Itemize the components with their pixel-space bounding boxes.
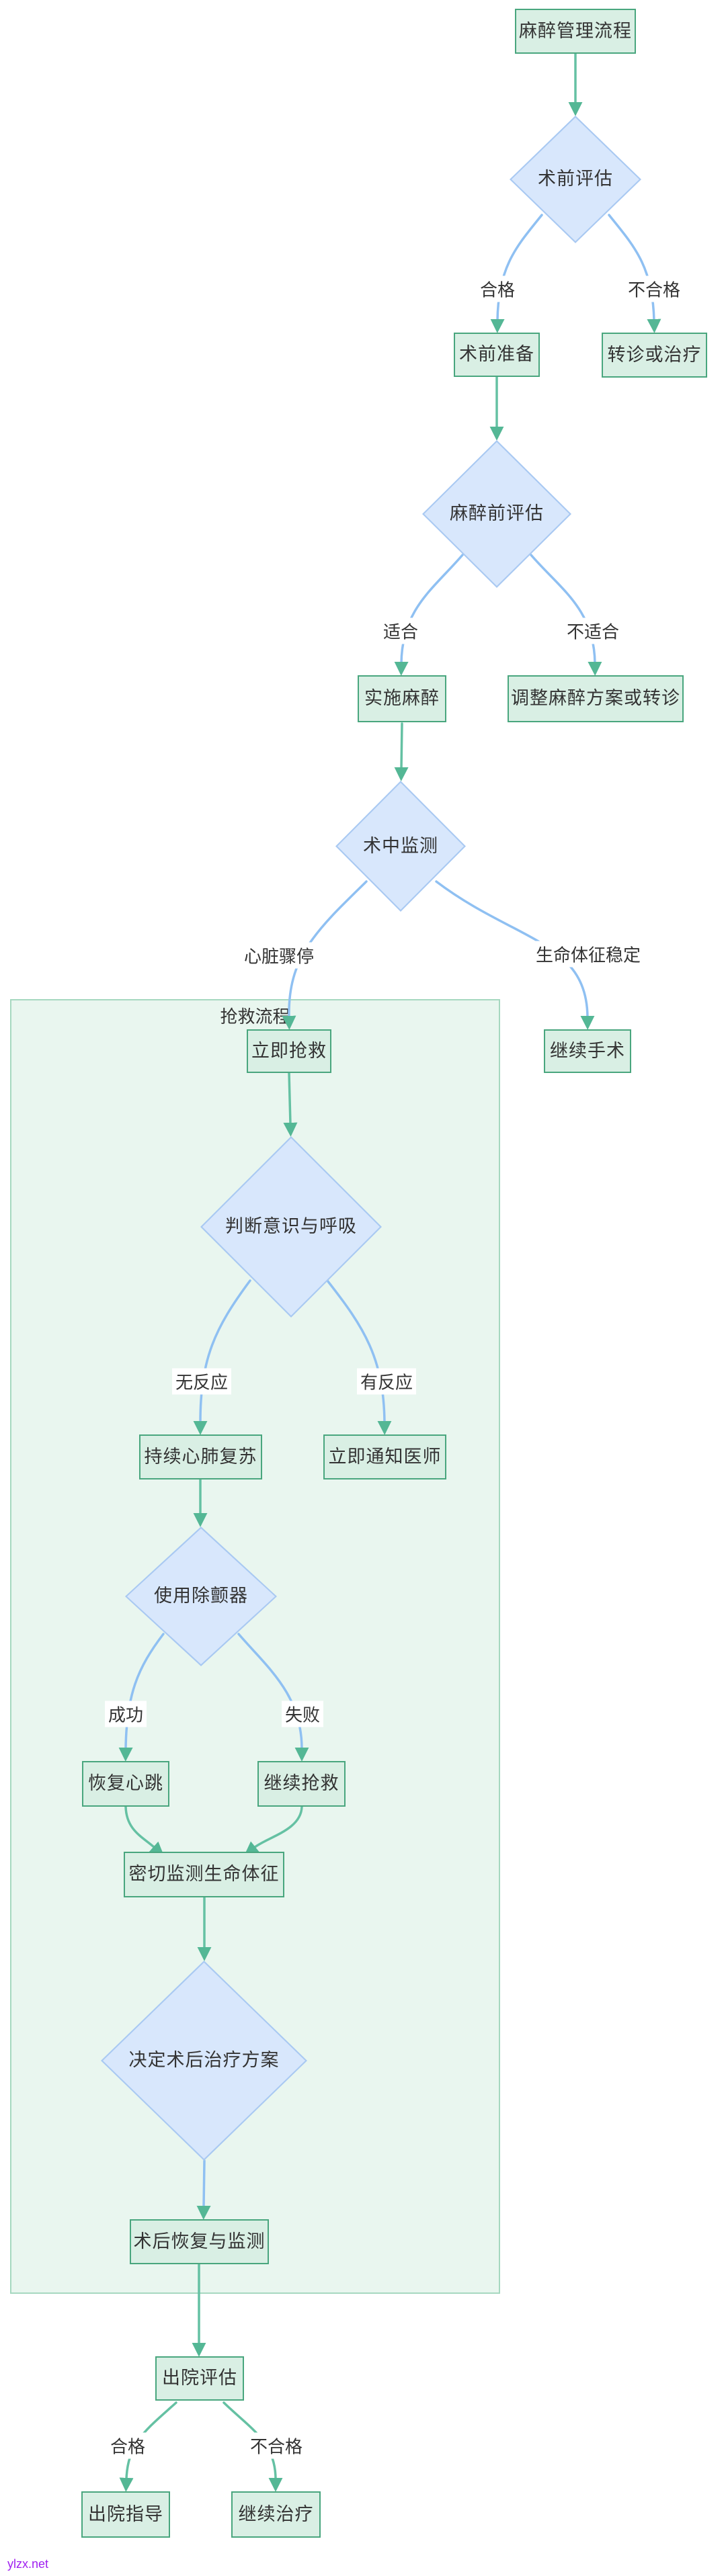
edge-assess-to-notify-physician <box>326 1279 392 1435</box>
decision-intraop-monitoring-label: 术中监测 <box>363 835 438 856</box>
edge-label-unqualified-1: 不合格 <box>624 275 684 302</box>
edge-label-failure: 失败 <box>281 1701 324 1727</box>
edge-label-success: 成功 <box>104 1701 147 1727</box>
edge-label-qualified-2: 合格 <box>106 2432 149 2459</box>
edge-defib-to-continue-rescue <box>237 1633 309 1762</box>
node-continue-surgery: 继续手术 <box>544 1029 631 1073</box>
decision-preanesthesia-assessment-label: 麻醉前评估 <box>450 503 544 524</box>
edge-label-vitals-stable: 生命体征稳定 <box>532 941 645 968</box>
node-immediate-rescue-label: 立即抢救 <box>251 1040 327 1061</box>
edge-label-qualified-1: 合格 <box>476 275 519 302</box>
node-heartbeat-restored: 恢复心跳 <box>82 1761 169 1807</box>
node-continue-surgery-label: 继续手术 <box>550 1040 625 1061</box>
edge-label-suitable: 适合 <box>379 617 422 644</box>
edge-continue-rescue-to-monitor-vitals <box>244 1805 303 1856</box>
watermark: ylzx.net <box>7 2557 49 2571</box>
edge-preanesth-to-adjust-plan <box>530 554 602 676</box>
node-adjust-plan-or-referral-label: 调整麻醉方案或转诊 <box>511 688 680 709</box>
decision-use-defibrillator-label: 使用除颤器 <box>154 1586 248 1606</box>
decision-assess-consciousness-breathing-label: 判断意识与呼吸 <box>225 1216 357 1237</box>
node-preop-preparation-label: 术前准备 <box>459 344 534 365</box>
node-administer-anesthesia: 实施麻醉 <box>358 675 446 722</box>
node-monitor-vitals-label: 密切监测生命体征 <box>128 1864 280 1885</box>
node-continue-rescue: 继续抢救 <box>257 1761 346 1807</box>
edge-label-unqualified-2: 不合格 <box>246 2432 307 2459</box>
edge-administer-to-intraop-monitor <box>394 722 409 781</box>
node-preop-preparation: 术前准备 <box>454 333 540 377</box>
node-continue-treatment-label: 继续治疗 <box>238 2503 314 2524</box>
decision-postop-treatment-plan-label: 决定术后治疗方案 <box>128 2050 280 2071</box>
node-continue-rescue-label: 继续抢救 <box>264 1773 339 1794</box>
node-postop-recovery-monitoring: 术后恢复与监测 <box>130 2219 269 2264</box>
edge-label-unsuitable: 不适合 <box>563 617 623 644</box>
edge-defib-to-heartbeat-restored <box>118 1633 165 1762</box>
node-discharge-guidance-label: 出院指导 <box>88 2503 163 2524</box>
edge-label-no-response: 无反应 <box>171 1368 232 1395</box>
node-continuous-cpr: 持续心肺复苏 <box>139 1434 262 1479</box>
node-discharge-guidance: 出院指导 <box>81 2491 170 2538</box>
node-referral-or-treatment-label: 转诊或治疗 <box>607 344 702 365</box>
node-administer-anesthesia-label: 实施麻醉 <box>364 688 440 709</box>
node-adjust-plan-or-referral: 调整麻醉方案或转诊 <box>508 675 684 722</box>
edge-rescue-to-assess-consciousness <box>283 1072 298 1137</box>
node-continue-treatment: 继续治疗 <box>231 2491 321 2538</box>
edge-preop-assess-to-referral <box>608 214 661 333</box>
node-start: 麻醉管理流程 <box>515 9 636 54</box>
subgraph-rescue-process-label: 抢救流程 <box>220 1006 290 1027</box>
node-discharge-assessment-label: 出院评估 <box>162 2368 237 2389</box>
edge-label-cardiac-arrest: 心脏骤停 <box>240 942 318 969</box>
node-start-label: 麻醉管理流程 <box>519 20 632 41</box>
edge-preop-assess-to-preop-prep <box>490 214 543 333</box>
node-referral-or-treatment: 转诊或治疗 <box>602 333 707 378</box>
edge-assess-to-cpr <box>193 1279 251 1435</box>
node-postop-recovery-monitoring-label: 术后恢复与监测 <box>133 2231 266 2251</box>
edge-preanesth-to-administer <box>394 554 464 676</box>
edge-restored-to-monitor-vitals <box>124 1805 165 1856</box>
node-continuous-cpr-label: 持续心肺复苏 <box>144 1446 257 1467</box>
node-heartbeat-restored-label: 恢复心跳 <box>88 1773 163 1794</box>
decision-preop-assessment-label: 术前评估 <box>538 169 613 189</box>
node-monitor-vitals: 密切监测生命体征 <box>124 1852 284 1897</box>
node-notify-physician: 立即通知医师 <box>323 1434 446 1479</box>
edge-label-responsive: 有反应 <box>356 1368 417 1395</box>
node-notify-physician-label: 立即通知医师 <box>328 1446 442 1467</box>
node-immediate-rescue: 立即抢救 <box>247 1029 331 1073</box>
node-discharge-assessment: 出院评估 <box>155 2356 244 2401</box>
